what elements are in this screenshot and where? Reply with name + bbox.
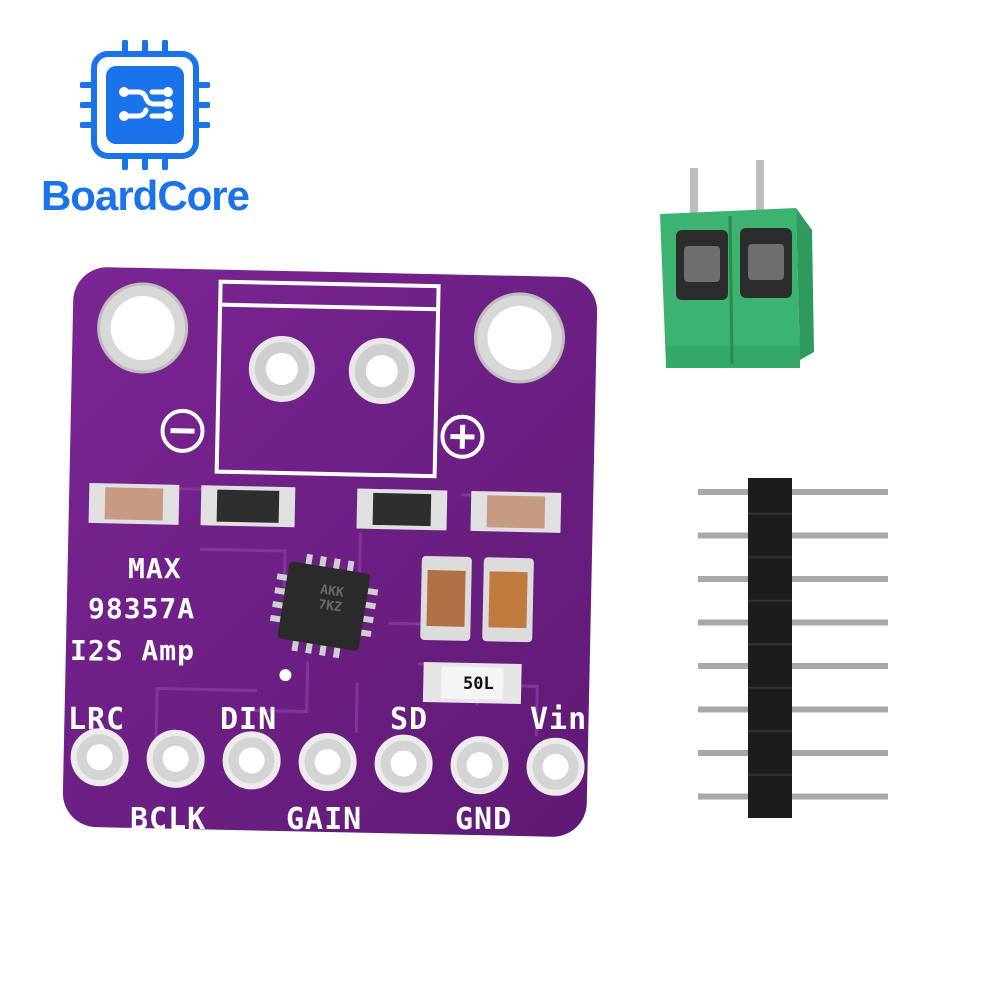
pin-header bbox=[698, 478, 888, 818]
header-pin bbox=[698, 619, 888, 626]
minus-symbol-icon bbox=[160, 408, 205, 453]
board-title-line3: I2S Amp bbox=[70, 634, 196, 667]
header-pin bbox=[698, 489, 888, 495]
pin-label-din: DIN bbox=[220, 702, 278, 737]
header-pin bbox=[698, 793, 888, 800]
amplifier-board: MAX 98357A I2S Amp AKK 7KZ 50L LRC DIN S… bbox=[60, 262, 600, 842]
header-pin bbox=[698, 532, 888, 539]
screw-terminal-block bbox=[660, 160, 814, 368]
circuit-chip-icon bbox=[80, 40, 210, 170]
header-pin bbox=[698, 750, 888, 756]
pin-label-sd: SD bbox=[390, 702, 429, 737]
resistor-marking: 50L bbox=[463, 674, 494, 694]
pin-label-vin: Vin bbox=[530, 702, 588, 737]
board-pcb bbox=[62, 267, 598, 837]
plus-symbol-icon bbox=[440, 414, 485, 459]
pin-label-gain: GAIN bbox=[286, 802, 363, 837]
pin-label-bclk: BCLK bbox=[130, 802, 207, 837]
board-title-line1: MAX bbox=[128, 552, 182, 585]
chip-marking: AKK 7KZ bbox=[317, 582, 345, 616]
pin-label-gnd: GND bbox=[455, 802, 513, 837]
header-pin bbox=[698, 576, 888, 582]
board-title-line2: 98357A bbox=[88, 592, 196, 625]
header-pin bbox=[698, 706, 888, 713]
brand-name: BoardCore bbox=[40, 172, 250, 219]
pin-label-lrc: LRC bbox=[68, 702, 126, 737]
header-pin bbox=[698, 663, 888, 669]
